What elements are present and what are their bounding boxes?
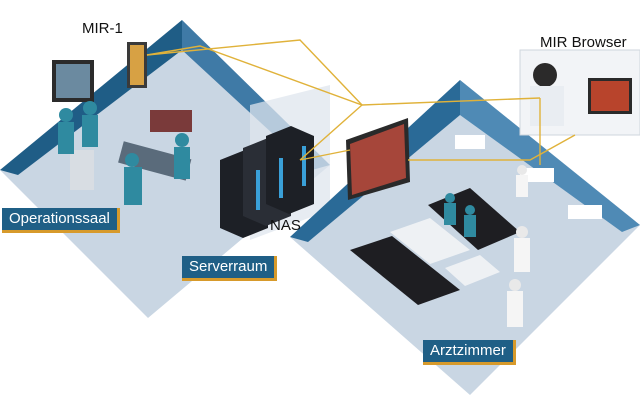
workstation-3	[568, 205, 602, 219]
surgeon-figure-3	[125, 153, 139, 167]
wall-display-screen	[350, 124, 406, 195]
link-display-to-office	[408, 134, 576, 161]
link-nas-to-display	[299, 149, 351, 161]
mir-browser-user-body	[530, 86, 564, 126]
surgeon-figure-3-body	[124, 167, 142, 205]
nas-label: NAS	[270, 217, 301, 234]
surgeon-figure-2	[83, 101, 97, 115]
mir-browser-photo	[519, 49, 640, 136]
arztzimmer-tag: Arztzimmer	[423, 340, 516, 365]
nurse-figure-2-body	[464, 215, 476, 237]
surgeon-figure-4	[175, 133, 189, 147]
doctor-figure-2-body	[507, 291, 523, 327]
workstation-1	[455, 135, 485, 149]
link-mir1-to-nas	[146, 39, 364, 161]
doctor-figure-2	[509, 279, 521, 291]
meeting-table-2	[445, 255, 500, 286]
or-monitor-wall-2	[56, 64, 90, 98]
nas-racks	[220, 126, 314, 238]
operating-room	[0, 20, 330, 318]
mir-browser-user-head	[533, 63, 557, 87]
operationssaal-tag: Operationssaal	[2, 208, 120, 233]
nas-rack-lights	[256, 170, 260, 210]
mir-browser-monitor-screen	[591, 81, 629, 111]
doctors-office-wall-right	[460, 80, 640, 232]
surgeon-figure-4-body	[174, 147, 190, 179]
operating-table	[118, 141, 192, 181]
wall-display	[346, 118, 410, 200]
workstation-2	[520, 168, 554, 182]
surgeon-figure	[59, 108, 73, 122]
mir1-display-screen	[130, 45, 144, 85]
serverraum-tag: Serverraum	[182, 256, 278, 281]
mir-browser-label: MIR Browser	[540, 34, 627, 51]
nurse-figure-body	[444, 203, 456, 225]
nas-rack-lights-3	[302, 146, 306, 186]
mir1-label: MIR-1	[82, 20, 123, 37]
sofa-front	[350, 236, 460, 305]
doctor-figure-body	[514, 238, 530, 272]
or-equipment-cart	[70, 150, 94, 190]
doctor-figure-3-body	[516, 175, 528, 197]
meeting-table-1	[390, 218, 470, 264]
or-monitor-boom	[150, 110, 192, 132]
nas-rack-3	[266, 126, 314, 214]
link-mir1-to-browser	[146, 45, 541, 106]
doctor-figure	[516, 226, 528, 238]
nurse-figure-2	[465, 205, 475, 215]
doctor-figure-3	[517, 165, 527, 175]
surgeon-figure-2-body	[82, 115, 98, 147]
network-links	[146, 39, 576, 165]
nurse-figure	[445, 193, 455, 203]
surgeon-figure-body	[58, 122, 74, 154]
nas-rack-lights-2	[279, 158, 283, 198]
